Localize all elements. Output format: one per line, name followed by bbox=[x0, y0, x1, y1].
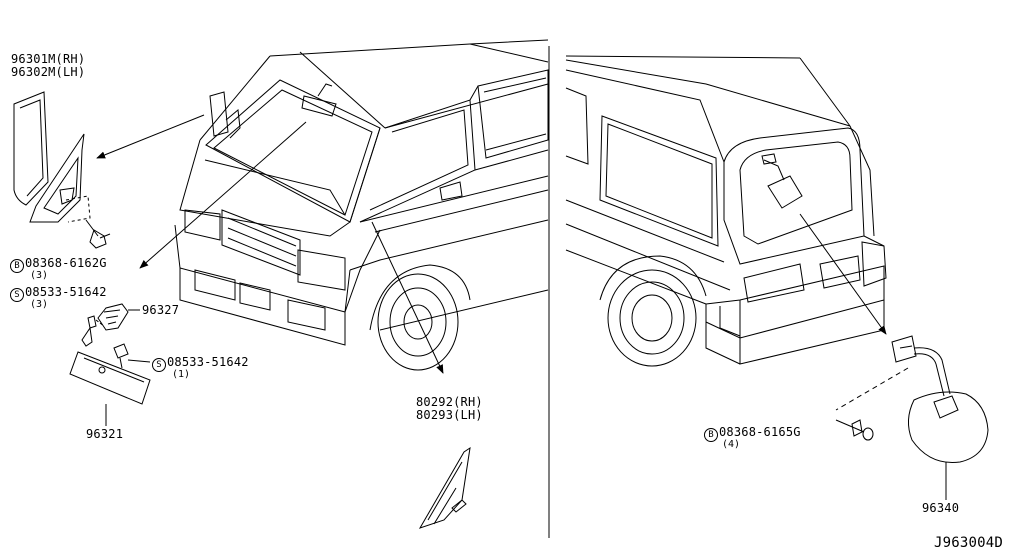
screw-marker-icon: S bbox=[10, 288, 24, 302]
bracket-drawing bbox=[82, 304, 140, 346]
label-screw-s1-qty: (3) bbox=[30, 299, 49, 310]
label-corner-finisher-lh: 80293(LH) bbox=[416, 408, 483, 422]
label-corner-finisher-rh: 80292(RH) bbox=[416, 395, 483, 409]
inside-mirror-drawing bbox=[70, 352, 150, 426]
arrow-inside-mirror bbox=[139, 122, 306, 269]
label-bolt-b2-qty: (4) bbox=[722, 439, 741, 450]
diagram-code: J963004D bbox=[934, 535, 1004, 551]
corner-finisher-drawing bbox=[420, 448, 470, 528]
arrow-rear-mirror bbox=[800, 214, 887, 335]
rear-under-mirror-drawing bbox=[836, 336, 988, 500]
label-outside-mirror-rh: 96301M(RH) bbox=[11, 52, 86, 66]
arrow-outside-mirror bbox=[96, 115, 204, 158]
label-bolt-b1-qty: (3) bbox=[30, 270, 49, 281]
rear-van-outline bbox=[566, 56, 886, 366]
arrow-corner-finisher bbox=[372, 222, 443, 374]
screw-drawing bbox=[114, 344, 150, 368]
outside-mirror-drawing bbox=[14, 92, 110, 248]
label-screw-s2-qty: (1) bbox=[172, 369, 191, 380]
label-rear-under-mirror: 96340 bbox=[922, 501, 960, 515]
label-outside-mirror-lh: 96302M(LH) bbox=[11, 65, 86, 79]
label-inside-mirror: 96321 bbox=[86, 427, 124, 441]
label-bracket: 96327 bbox=[142, 303, 180, 317]
screw-marker-icon: S bbox=[152, 358, 166, 372]
bolt-marker-icon: B bbox=[10, 259, 24, 273]
front-van-outline bbox=[175, 40, 548, 370]
bolt-marker-icon: B bbox=[704, 428, 718, 442]
